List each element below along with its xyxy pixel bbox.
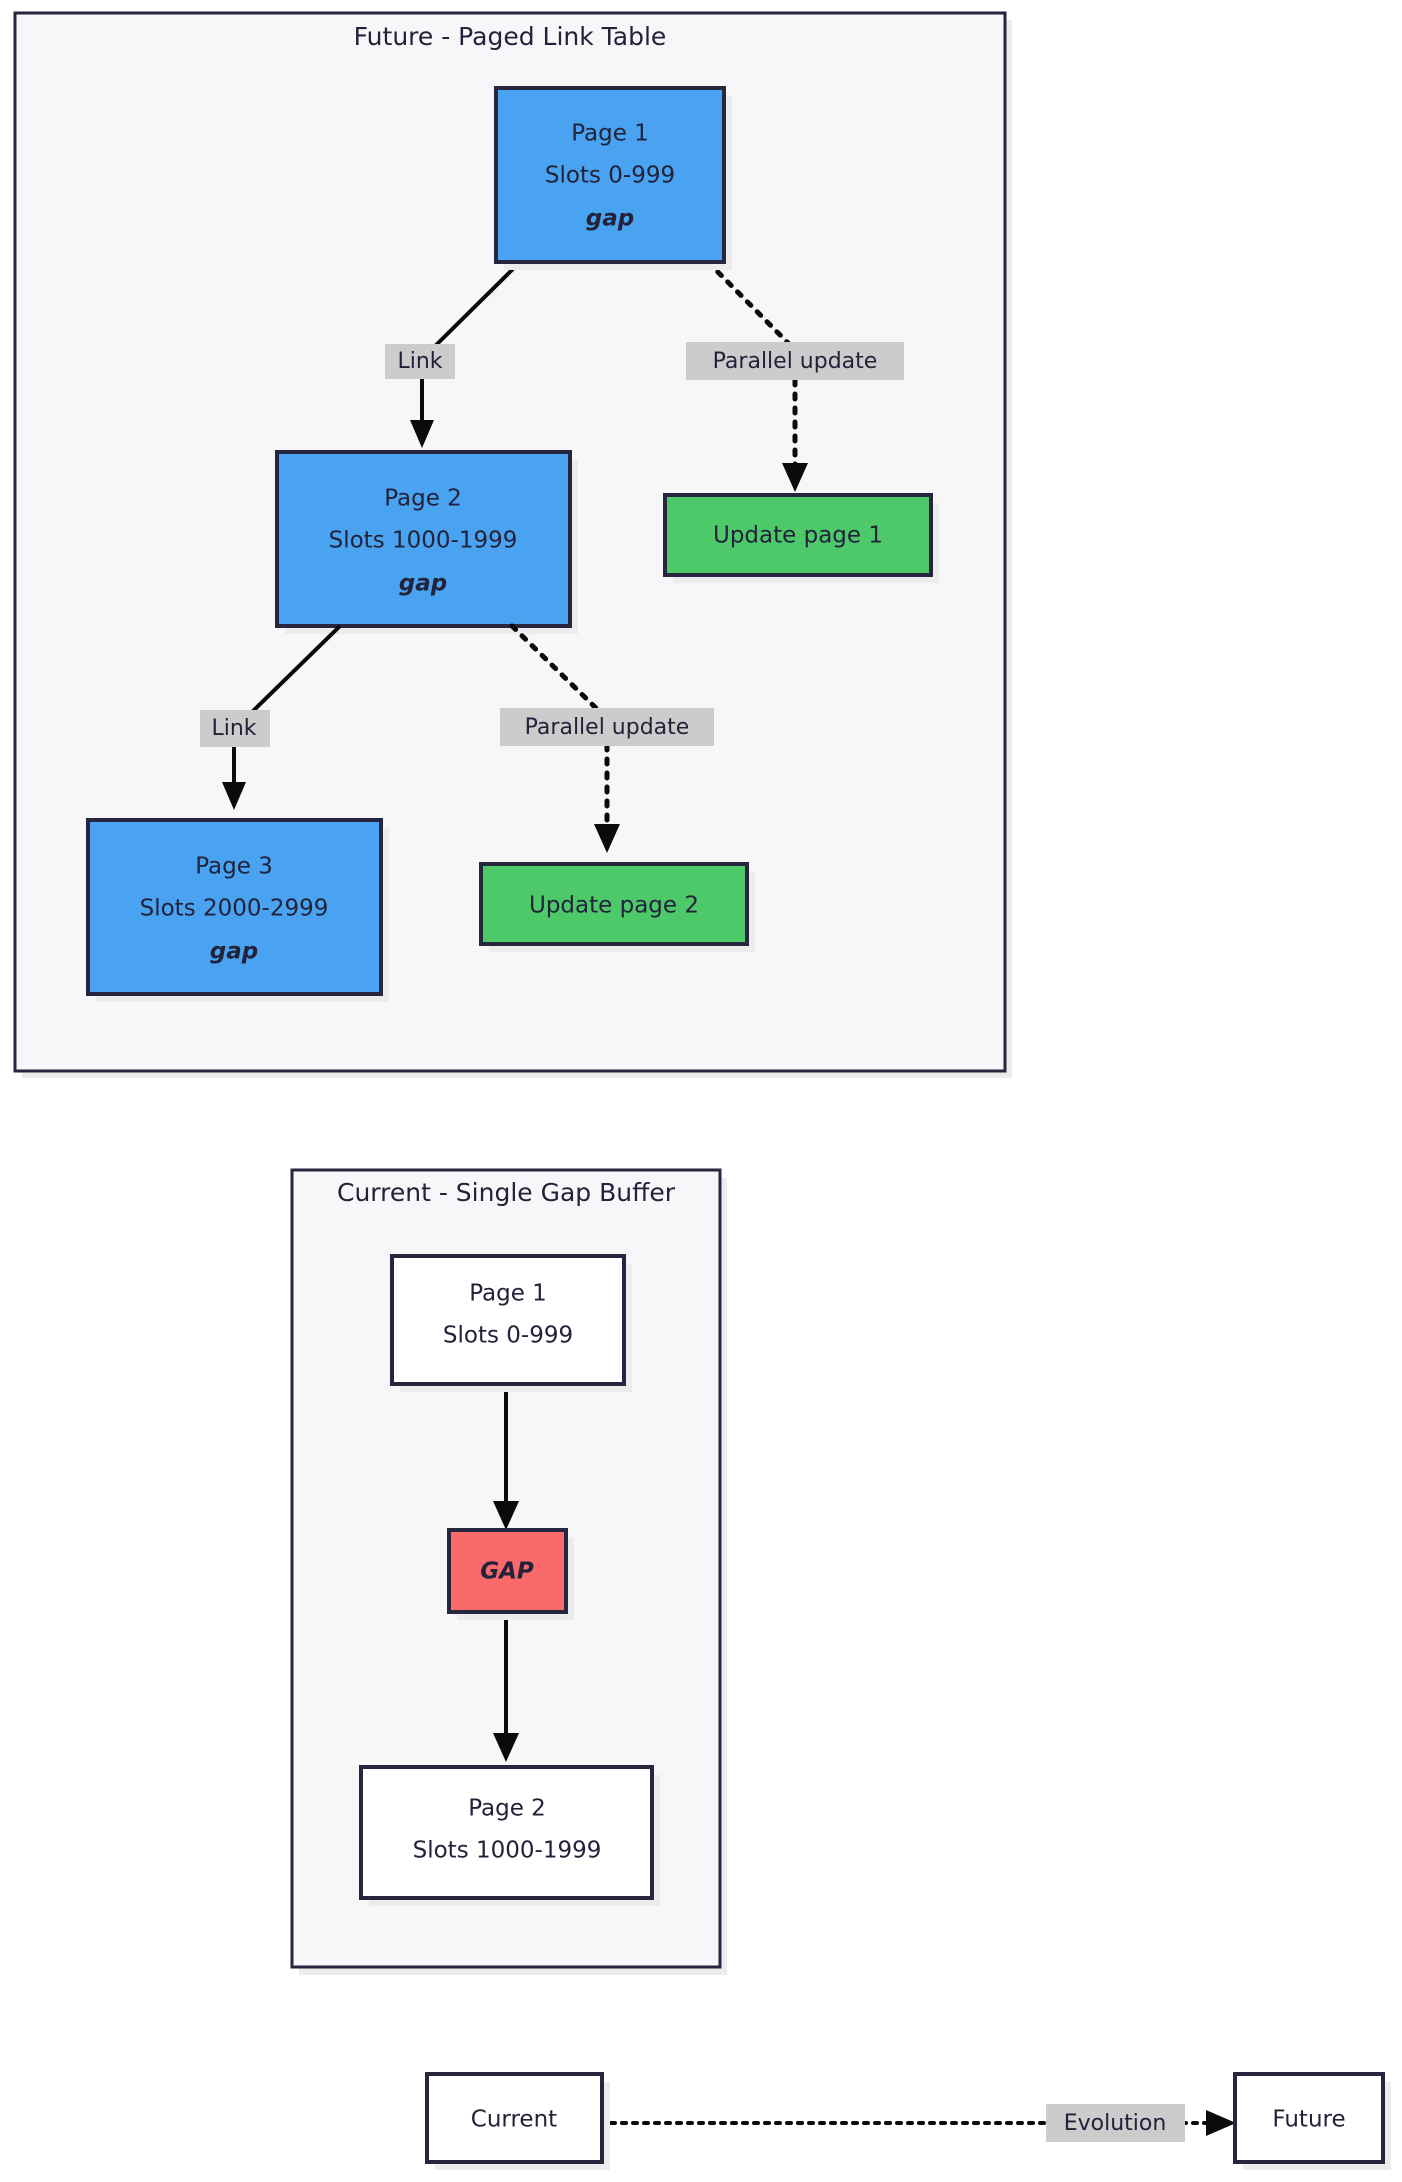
node-future-page-2-line-3: gap — [399, 571, 447, 597]
node-future-page-2[interactable]: Page 2 Slots 1000-1999 gap — [275, 450, 578, 634]
edge-label-link-1-bg — [385, 344, 455, 379]
node-future-page-2-line-2: Slots 1000-1999 — [329, 528, 518, 554]
arrowhead-icon — [493, 1733, 519, 1762]
node-future-update-page-1-label: Update page 1 — [713, 523, 883, 549]
node-future-page-3[interactable]: Page 3 Slots 2000-2999 gap — [86, 818, 389, 1002]
edge-label-parallel-1: Parallel update — [713, 349, 878, 374]
node-future-page-1-line-2: Slots 0-999 — [545, 163, 675, 189]
edge-page2-page3: Link — [200, 624, 342, 810]
edge-current-gap-page2 — [493, 1618, 519, 1762]
node-current-page-2-box — [359, 1765, 654, 1900]
node-future-page-1-box — [494, 86, 726, 264]
node-future-page-3-line-2: Slots 2000-2999 — [140, 896, 329, 922]
node-current-gap-box — [447, 1528, 568, 1614]
node-future-page-3-box — [86, 818, 383, 996]
edge-page2-update2: Parallel update — [500, 623, 714, 853]
node-future-page-1[interactable]: Page 1 Slots 0-999 gap — [494, 86, 732, 270]
node-footer-future-label: Future — [1272, 2107, 1345, 2133]
node-future-page-3-line-3: gap — [210, 939, 258, 965]
node-current-gap[interactable]: GAP — [447, 1528, 574, 1620]
edge-label-link-2: Link — [211, 716, 256, 741]
edge-page1-page2: Link — [385, 260, 522, 448]
edge-label-evolution-bg — [1046, 2104, 1185, 2142]
arrowhead-icon — [493, 1501, 519, 1530]
node-footer-current-box — [425, 2072, 604, 2164]
arrowhead-icon — [782, 463, 808, 492]
cluster-current-title: Current - Single Gap Buffer — [337, 1178, 676, 1207]
node-future-page-1-line-3: gap — [586, 206, 634, 232]
node-footer-current-label: Current — [471, 2107, 557, 2133]
arrowhead-icon — [410, 420, 434, 448]
node-current-page-2[interactable]: Page 2 Slots 1000-1999 — [359, 1765, 660, 1906]
node-future-page-2-box — [275, 450, 572, 628]
arrowhead-icon — [1206, 2110, 1236, 2136]
node-future-update-page-2-box — [479, 862, 749, 946]
edge-label-link-1: Link — [397, 349, 442, 374]
node-footer-current[interactable]: Current — [425, 2072, 610, 2170]
footer-evolution: Evolution Current Future — [425, 2072, 1391, 2170]
node-future-update-page-2-label: Update page 2 — [529, 893, 699, 919]
edge-current-page1-gap — [493, 1385, 519, 1530]
node-future-update-page-2[interactable]: Update page 2 — [479, 862, 755, 952]
arrowhead-icon — [594, 824, 620, 853]
edge-label-parallel-2: Parallel update — [525, 715, 690, 740]
node-current-page-1[interactable]: Page 1 Slots 0-999 — [390, 1254, 632, 1392]
node-current-page-2-line-2: Slots 1000-1999 — [413, 1838, 602, 1864]
cluster-future-title: Future - Paged Link Table — [354, 22, 667, 51]
node-future-page-2-line-1: Page 2 — [384, 486, 462, 512]
node-current-page-2-line-1: Page 2 — [468, 1796, 546, 1822]
node-current-page-1-box — [390, 1254, 626, 1386]
edge-current-future: Evolution — [598, 2104, 1236, 2142]
arrowhead-icon — [222, 782, 246, 810]
edge-label-link-2-bg — [200, 710, 270, 747]
node-future-page-1-line-1: Page 1 — [571, 121, 649, 147]
node-current-gap-label: GAP — [480, 1559, 534, 1585]
node-current-page-1-line-2: Slots 0-999 — [443, 1323, 573, 1349]
edge-label-parallel-2-bg — [500, 708, 714, 746]
node-future-update-page-1[interactable]: Update page 1 — [663, 493, 939, 583]
node-future-update-page-1-box — [663, 493, 933, 577]
edge-label-evolution: Evolution — [1064, 2111, 1167, 2136]
node-footer-future[interactable]: Future — [1233, 2072, 1391, 2170]
edge-label-parallel-1-bg — [686, 342, 904, 380]
node-current-page-1-line-1: Page 1 — [469, 1281, 547, 1307]
edge-page1-update1: Parallel update — [686, 259, 904, 492]
node-future-page-3-line-1: Page 3 — [195, 854, 273, 880]
node-footer-future-box — [1233, 2072, 1385, 2164]
